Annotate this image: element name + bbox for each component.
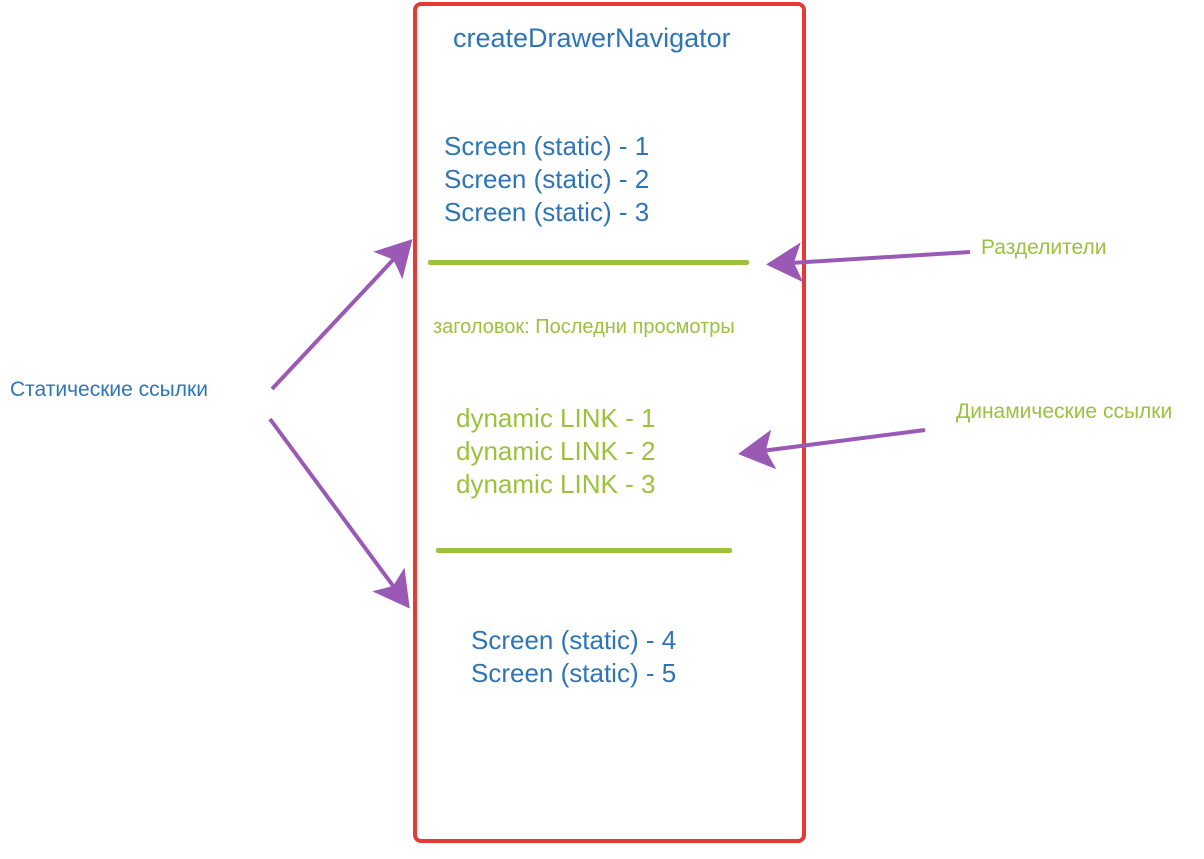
arrow-static-top [270,239,413,391]
dynamic-links: dynamic LINK - 1 dynamic LINK - 2 dynami… [456,402,655,501]
divider-bottom [436,548,732,553]
static-link-2[interactable]: Screen (static) - 2 [444,164,650,194]
static-link-1[interactable]: Screen (static) - 1 [444,131,650,161]
static-link-3[interactable]: Screen (static) - 3 [444,197,650,227]
divider-top [428,260,749,265]
static-link-5[interactable]: Screen (static) - 5 [471,658,677,688]
annotation-dynamic-links: Динамические ссылки [956,400,1173,423]
section-header-recent: заголовок: Последни просмотры [433,316,735,338]
arrow-static-bottom [268,417,410,609]
drawer-frame [413,2,806,843]
drawer-title: createDrawerNavigator [453,23,731,53]
annotation-static-links: Статические ссылки [10,378,208,401]
dynamic-link-2[interactable]: dynamic LINK - 2 [456,436,656,466]
annotation-separators: Разделители [981,236,1107,259]
static-link-4[interactable]: Screen (static) - 4 [471,625,677,655]
static-links-top: Screen (static) - 1 Screen (static) - 2 … [444,130,649,229]
static-links-bottom: Screen (static) - 4 Screen (static) - 5 [471,624,676,690]
dynamic-link-1[interactable]: dynamic LINK - 1 [456,403,656,433]
dynamic-link-3[interactable]: dynamic LINK - 3 [456,469,656,499]
